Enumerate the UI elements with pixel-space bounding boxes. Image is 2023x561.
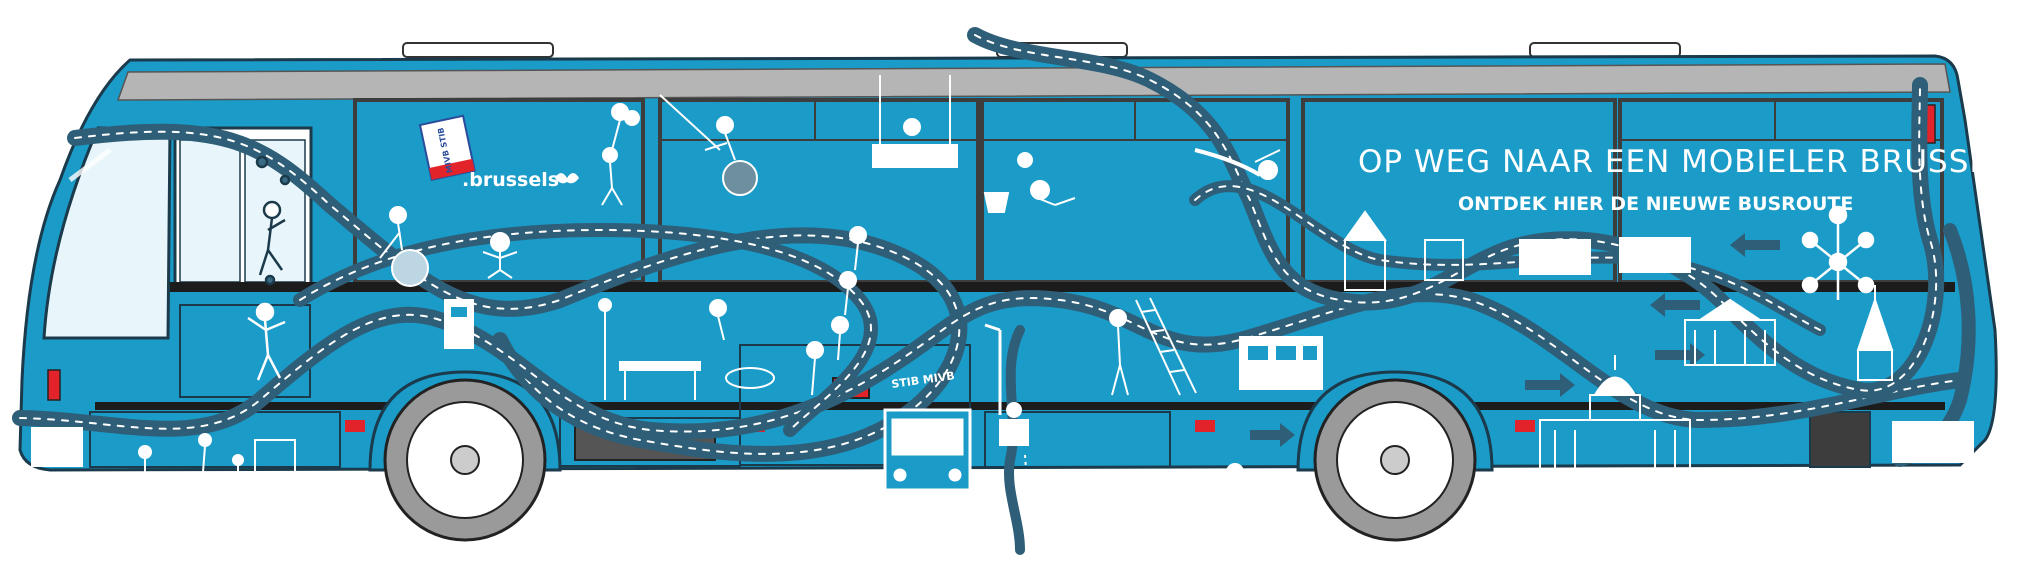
street-lamp-icon bbox=[984, 323, 1002, 415]
bus-shelter-icon bbox=[598, 298, 701, 400]
ladder-worker-icon bbox=[1109, 297, 1197, 396]
swing-child-icon bbox=[659, 94, 758, 196]
rear-wheel bbox=[1296, 370, 1494, 542]
subheadline: ONTDEK HIER DE NIEUWE BUSROUTE bbox=[1458, 193, 1853, 215]
brand-iris-icon bbox=[555, 173, 579, 184]
bus-icon bbox=[1239, 336, 1323, 390]
flying-figure-icon bbox=[1194, 148, 1281, 180]
front-bus-back-icon bbox=[31, 427, 83, 467]
front-light bbox=[47, 369, 61, 401]
climbing-figure-icon bbox=[255, 155, 291, 286]
hammock-figure-icon bbox=[872, 75, 958, 168]
windshield bbox=[42, 126, 172, 340]
route-arrows bbox=[1250, 233, 1780, 447]
left-bus-icon bbox=[1519, 237, 1974, 463]
bouncing-ball-child-icon bbox=[379, 206, 429, 287]
belt-line bbox=[170, 282, 1955, 292]
front-wheel bbox=[368, 370, 562, 542]
front-bus-icon bbox=[883, 408, 972, 492]
balloon-child-icon bbox=[601, 103, 640, 206]
headline: OP WEG NAAR EEN MOBIELER BRUSSEL bbox=[1358, 144, 2008, 180]
atomium-icon bbox=[1801, 205, 1875, 300]
sitting-child-icon bbox=[482, 232, 518, 279]
trampoline-icon bbox=[709, 299, 775, 389]
cathedral-icon bbox=[1343, 210, 1464, 291]
tower-icon bbox=[1856, 285, 1894, 381]
stacked-figures-icon bbox=[806, 226, 867, 396]
front-door bbox=[173, 126, 313, 290]
basket-figure-icon bbox=[983, 152, 1076, 213]
palace-of-justice-icon bbox=[1539, 355, 1691, 476]
wall-climber-icon bbox=[247, 302, 286, 381]
brand-name: .brussels bbox=[462, 169, 559, 191]
dog-icon bbox=[1226, 463, 1285, 486]
stib-logo: MIVB STIB bbox=[418, 114, 476, 181]
roof-stripe bbox=[116, 63, 1951, 101]
manneken-pis-icon bbox=[999, 402, 1031, 531]
tram-icon bbox=[444, 299, 474, 349]
family-figures-icon bbox=[138, 433, 296, 482]
side-windows bbox=[353, 98, 1944, 284]
royal-palace-icon bbox=[1684, 298, 1776, 366]
